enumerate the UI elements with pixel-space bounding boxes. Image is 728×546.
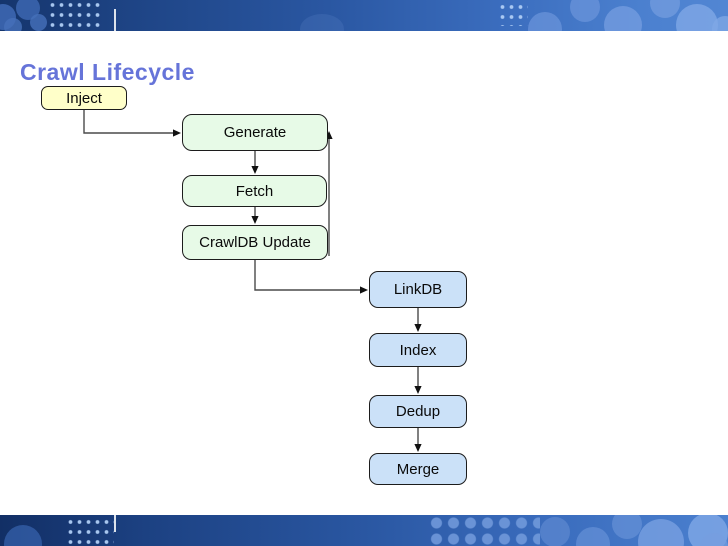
banner-bubble xyxy=(528,12,562,31)
banner-dots xyxy=(66,517,114,546)
slide-title: Crawl Lifecycle xyxy=(20,59,195,86)
banner-bubble xyxy=(4,18,22,31)
banner-bubble xyxy=(570,0,600,22)
banner-bubble xyxy=(712,16,728,31)
arrowhead-icon xyxy=(173,129,181,137)
node-label: Dedup xyxy=(395,403,441,420)
node-inject: Inject xyxy=(41,86,127,110)
banner-dots xyxy=(48,0,100,31)
arrowhead-icon xyxy=(414,324,422,332)
node-fetch: Fetch xyxy=(182,175,327,207)
top-banner xyxy=(0,0,728,31)
node-label: Index xyxy=(399,341,437,359)
node-label: Fetch xyxy=(235,182,274,200)
arrowhead-icon xyxy=(414,444,422,452)
banner-bubble xyxy=(604,6,642,31)
banner-dots xyxy=(428,515,540,546)
node-linkdb: LinkDB xyxy=(369,271,467,308)
banner-bubble xyxy=(650,0,680,18)
banner-bubble xyxy=(576,527,610,546)
arrowhead-icon xyxy=(414,386,422,394)
banner-bubble xyxy=(300,14,344,31)
node-label: Generate xyxy=(223,124,287,141)
banner-dots xyxy=(498,2,528,26)
banner-bubble xyxy=(700,533,728,546)
arrowhead-icon xyxy=(360,286,368,294)
node-label: LinkDB xyxy=(393,281,443,298)
banner-bubble xyxy=(30,14,47,31)
node-label: Inject xyxy=(66,89,102,107)
arrowhead-icon xyxy=(251,166,259,174)
bottom-banner xyxy=(0,515,728,546)
node-merge: Merge xyxy=(369,453,467,485)
node-dedup: Dedup xyxy=(369,395,467,428)
edge-crawldb-update-to-linkdb xyxy=(254,260,360,291)
node-generate: Generate xyxy=(182,114,328,151)
node-label: CrawlDB Update xyxy=(199,234,311,251)
arrowhead-icon xyxy=(251,216,259,224)
banner-bubble xyxy=(540,517,570,546)
node-index: Index xyxy=(369,333,467,367)
banner-tick xyxy=(114,9,116,31)
banner-bubble xyxy=(612,515,642,539)
banner-bubble xyxy=(4,525,42,546)
node-crawldb-update: CrawlDB Update xyxy=(182,225,328,260)
banner-bubble xyxy=(676,4,718,31)
node-label: Merge xyxy=(396,460,440,478)
edge-inject-to-generate xyxy=(83,110,173,134)
banner-tick xyxy=(114,515,116,532)
